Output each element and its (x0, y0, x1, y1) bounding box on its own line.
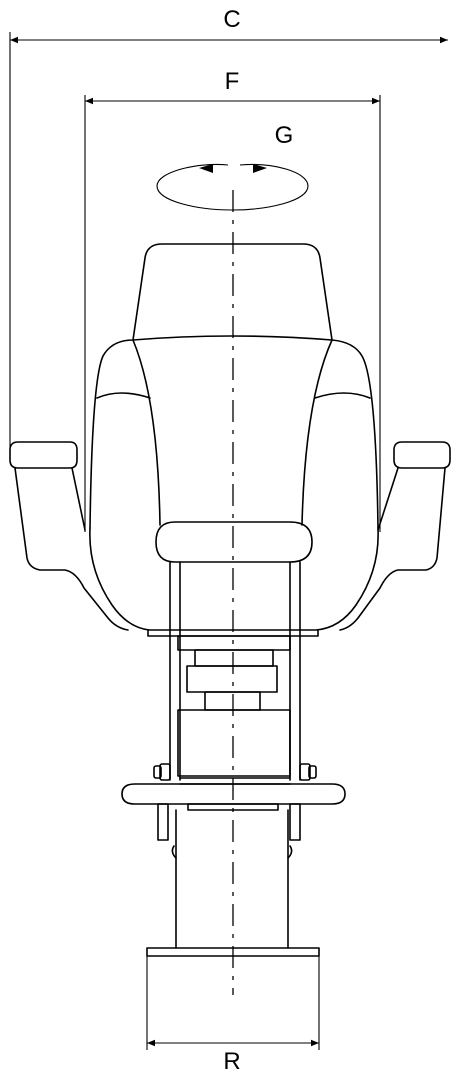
right-armrest-support (339, 467, 446, 631)
footrest-brackets (157, 803, 301, 859)
pedestal-column (175, 809, 289, 949)
dimension-f (84, 95, 381, 532)
left-bolster-seam (96, 392, 151, 399)
label-c: C (223, 6, 241, 33)
label-g: G (274, 122, 294, 149)
side-knobs (153, 763, 317, 781)
left-armrest-support (14, 467, 129, 631)
label-r: R (223, 1048, 241, 1075)
seat-front-roll (155, 521, 313, 563)
left-armrest-pad (9, 441, 78, 469)
right-bolster-seam (314, 392, 371, 399)
backrest (89, 335, 379, 529)
left-armrest-inner (71, 467, 86, 531)
adjustment-mechanism (177, 635, 291, 777)
left-bolster-edge (132, 339, 161, 526)
frame-uprights (169, 561, 301, 781)
seat-shell (89, 527, 379, 631)
label-f: F (224, 68, 240, 95)
right-armrest-inner (377, 467, 399, 531)
right-bolster-edge (301, 339, 333, 526)
swivel-indicator (156, 163, 309, 211)
dimension-c (9, 32, 448, 450)
right-armrest-pad (393, 441, 451, 469)
